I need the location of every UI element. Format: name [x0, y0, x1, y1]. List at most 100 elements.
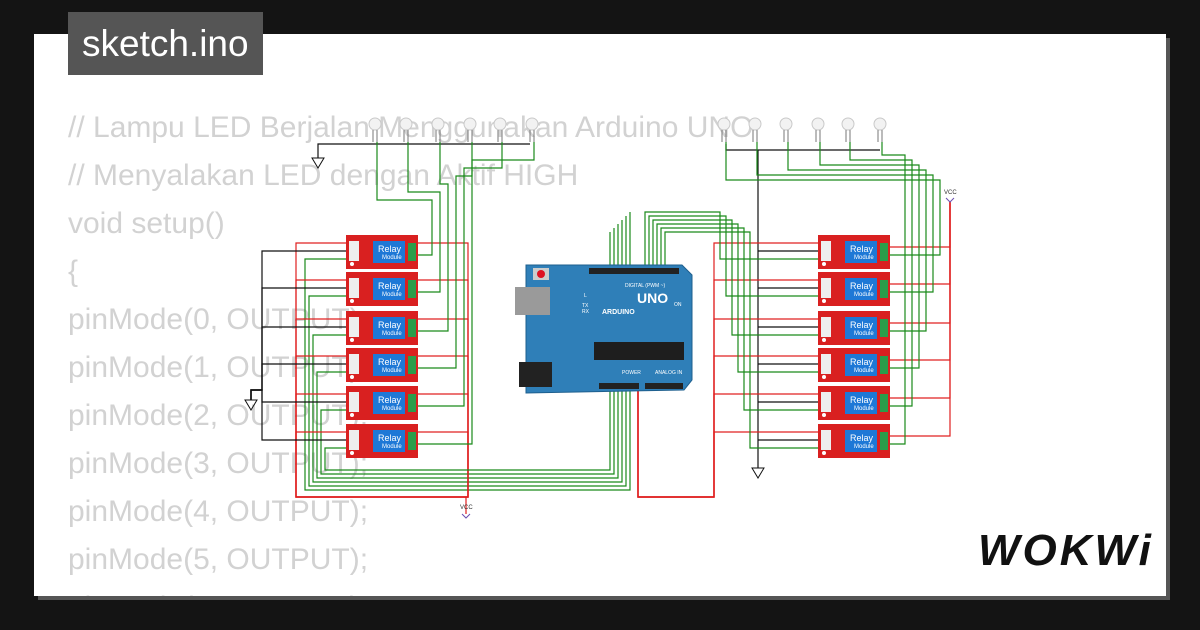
wire-signal — [316, 224, 619, 479]
code-background: // Lampu LED Berjalan Menggunakan Arduin… — [68, 104, 753, 596]
wire-led — [819, 142, 920, 369]
relay-header — [349, 241, 359, 261]
relay-coil — [845, 354, 877, 376]
led-left-3[interactable] — [431, 117, 445, 142]
relay-terminal — [880, 280, 888, 298]
relay-coil — [373, 278, 405, 300]
relay-header — [821, 278, 831, 298]
led-bulb — [493, 117, 507, 131]
led-right-4[interactable] — [811, 117, 825, 142]
code-line: { — [68, 255, 79, 288]
led-right-2[interactable] — [748, 117, 762, 142]
wire-led-ground — [317, 143, 530, 158]
led-right-3[interactable] — [779, 117, 793, 142]
wire-signal — [304, 212, 631, 491]
relay-header — [821, 430, 831, 450]
wire-vcc — [890, 202, 951, 285]
on-label: ON — [674, 302, 682, 308]
relay-coil — [373, 317, 405, 339]
usb-port — [515, 287, 550, 315]
relay-coil — [845, 241, 877, 263]
relay-coil — [373, 241, 405, 263]
relay-header — [349, 317, 359, 337]
relay-sublabel: Module — [382, 406, 402, 412]
relay-terminal — [408, 280, 416, 298]
canvas-frame: // Lampu LED Berjalan Menggunakan Arduin… — [34, 34, 1166, 596]
code-line: pinMode(4, OUTPUT); — [68, 495, 369, 528]
uno-label: UNO — [637, 290, 668, 306]
relay-coil — [373, 392, 405, 414]
wire-led — [881, 142, 906, 445]
tx-label: TX — [582, 303, 589, 309]
led-left-5[interactable] — [493, 117, 507, 142]
digital-header — [589, 268, 679, 274]
wire-vcc — [890, 202, 951, 361]
relay-led — [350, 451, 354, 455]
relay-led — [350, 338, 354, 342]
analog-label: ANALOG IN — [655, 370, 683, 376]
led-left-2[interactable] — [399, 117, 413, 142]
led-left-6[interactable] — [525, 117, 539, 142]
wire-signal — [648, 215, 818, 297]
relay-led — [822, 299, 826, 303]
rx-label: RX — [582, 309, 590, 315]
relay-led — [350, 262, 354, 266]
led-right-5[interactable] — [841, 117, 855, 142]
led-left-1[interactable] — [368, 117, 382, 142]
relay-led — [822, 451, 826, 455]
wire-signal — [664, 231, 818, 449]
led-right-6[interactable] — [873, 117, 887, 142]
code-line: // Menyalakan LED dengan Aktif HIGH — [68, 159, 579, 192]
relay-coil — [845, 430, 877, 452]
relay-terminal — [880, 432, 888, 450]
analog-header — [645, 383, 683, 389]
wire-led — [418, 142, 503, 407]
power-label: POWER — [622, 370, 641, 376]
wire-led — [418, 142, 535, 445]
code-line: // Lampu LED Berjalan Menggunakan Arduin… — [68, 111, 753, 144]
relay-coil — [845, 278, 877, 300]
atmega-chip — [594, 342, 684, 360]
wokwi-logo: WOKWi — [978, 526, 1154, 575]
relay-sublabel: Module — [854, 331, 874, 337]
wire-signal — [312, 220, 623, 483]
relay-sublabel: Module — [854, 368, 874, 374]
relay-sublabel: Module — [382, 444, 402, 450]
relay-terminal — [880, 319, 888, 337]
led-bulb — [717, 117, 731, 131]
code-line: pinMode(6, OUTPUT); — [68, 584, 753, 596]
wire-signal — [652, 219, 818, 336]
relay-led — [350, 299, 354, 303]
relay-header — [349, 392, 359, 412]
relay-sublabel: Module — [382, 292, 402, 298]
relay-header — [349, 278, 359, 298]
power-jack — [519, 362, 552, 387]
arduino-uno[interactable]: DIGITAL (PWM ~) UNO ARDUINO ON TX RX L P… — [515, 264, 693, 394]
code-line: pinMode(0, OUTPUT); — [68, 303, 369, 336]
arduino-brand: ARDUINO — [602, 309, 635, 316]
led-bulb — [811, 117, 825, 131]
relay-label: Relay — [378, 320, 402, 330]
relay-label: Relay — [378, 433, 402, 443]
reset-button-cap[interactable] — [537, 270, 545, 278]
led-right-1[interactable] — [717, 117, 731, 142]
relay-header — [821, 241, 831, 261]
relay-sublabel: Module — [854, 444, 874, 450]
led-left-4[interactable] — [463, 117, 477, 142]
wire-signal — [320, 228, 615, 475]
relay-terminal — [880, 356, 888, 374]
relay-terminal — [408, 394, 416, 412]
